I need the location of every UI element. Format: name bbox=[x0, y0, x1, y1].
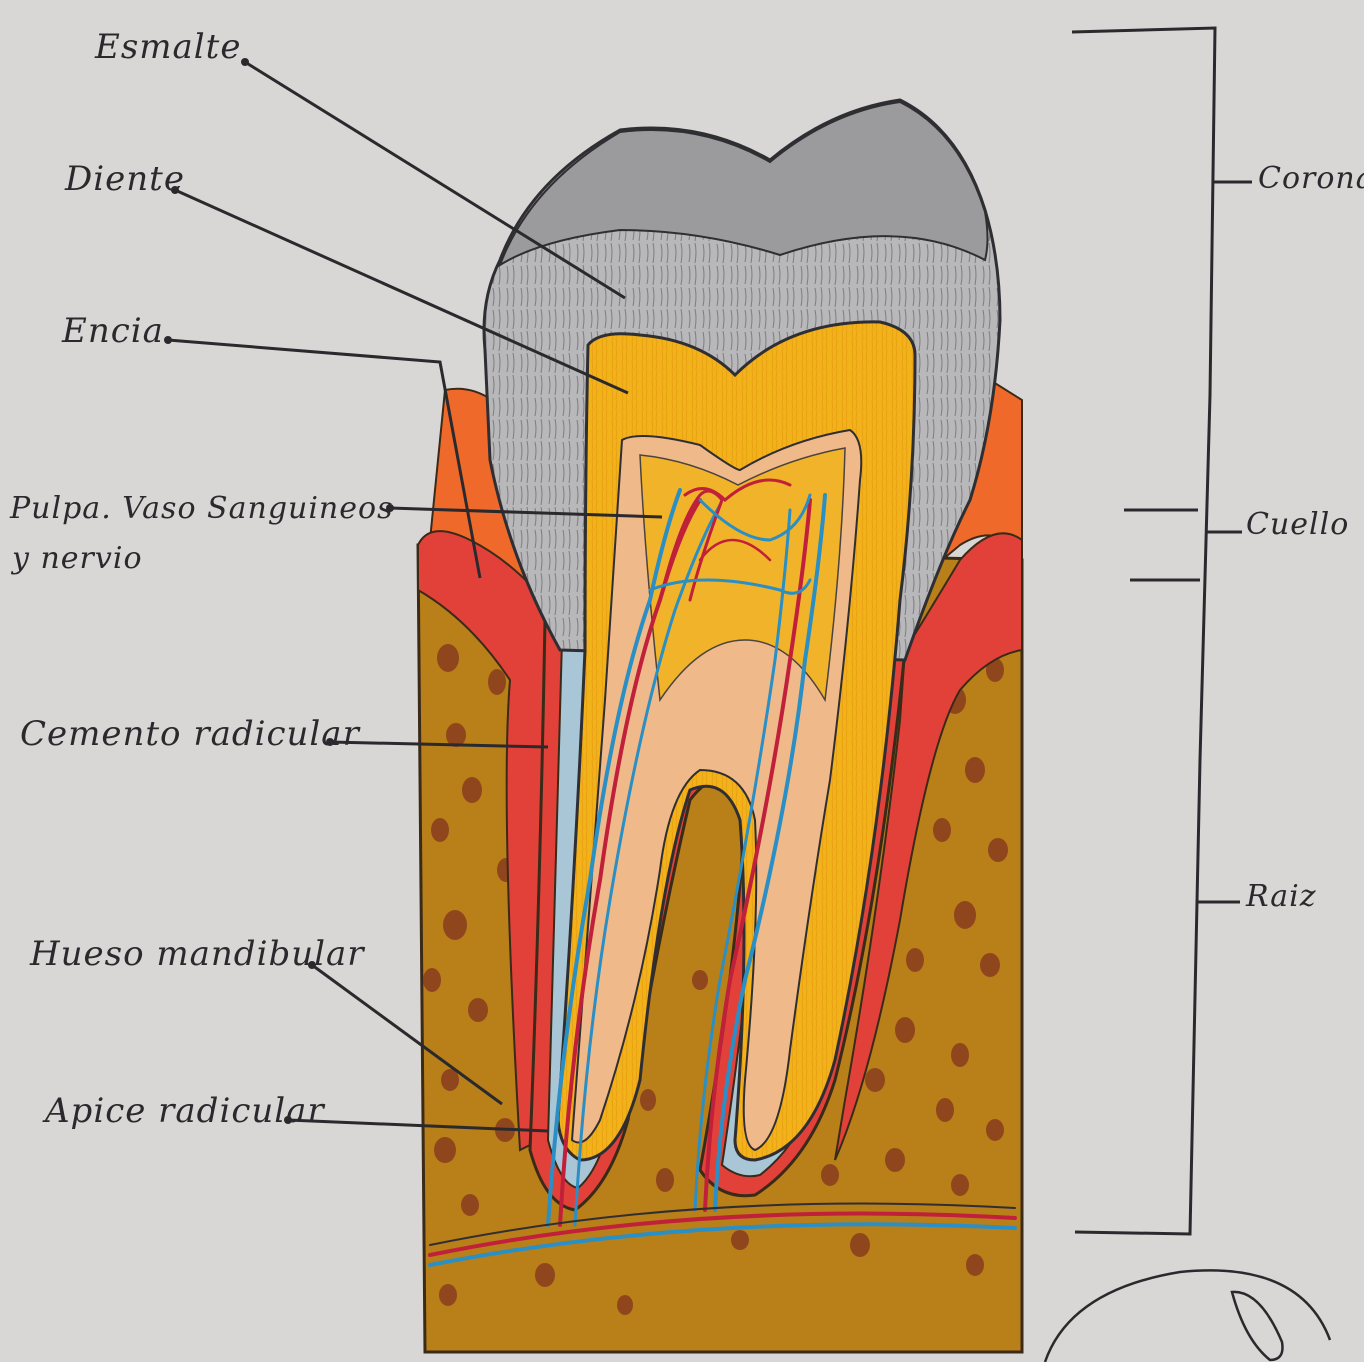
label-cemento: Cemento radicular bbox=[20, 714, 361, 754]
signature-mark bbox=[1045, 1270, 1330, 1362]
label-encia: Encia bbox=[61, 311, 164, 351]
label-pulpa: Pulpa. Vaso Sanguineos bbox=[9, 491, 393, 526]
label-esmalte: Esmalte bbox=[94, 27, 241, 67]
label-hueso: Hueso mandibular bbox=[29, 934, 365, 974]
region-bracket bbox=[1072, 28, 1252, 1234]
label-raiz: Raiz bbox=[1245, 879, 1317, 914]
label-corona: Corona bbox=[1258, 161, 1364, 196]
label-apice: Apice radicular bbox=[42, 1091, 325, 1131]
label-cuello: Cuello bbox=[1246, 507, 1349, 542]
label-diente: Diente bbox=[64, 159, 185, 199]
label-pulpa-line2: y nervio bbox=[10, 541, 143, 576]
